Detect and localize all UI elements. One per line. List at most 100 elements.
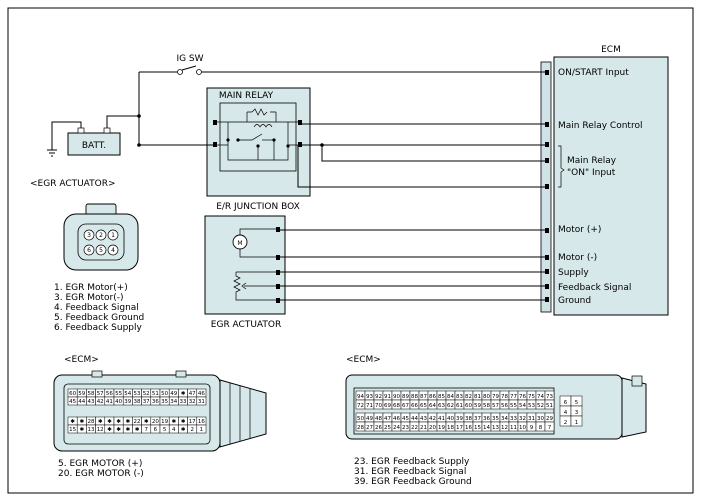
ecm-left-shroud — [219, 379, 267, 448]
ecm-left-pin-label: 12 — [97, 427, 104, 433]
ecm-left-pin-label: ✱ — [144, 418, 149, 425]
ecm-left-pin-label: 39 — [124, 399, 131, 405]
ecm-left-pin-label: 56 — [106, 391, 113, 397]
brace — [558, 145, 565, 188]
ecm-left-pin-label: 34 — [170, 399, 177, 405]
ecm-right-pin-label: 44 — [411, 416, 418, 422]
ecm-right-pin-label: 50 — [357, 416, 364, 422]
ecm-right-pin-label: 13 — [492, 425, 499, 431]
ecm-left-pin-label: 17 — [189, 419, 196, 425]
ecm-left-pin-label: 19 — [161, 419, 168, 425]
ecm-right-pin-label: 53 — [528, 403, 535, 409]
connector-pin-6: 6 — [87, 247, 91, 254]
ecm-right-pin-label: 23 — [402, 425, 409, 431]
ecm-left-pin-label: 38 — [134, 399, 141, 405]
egr-actuator-header: <EGR ACTUATOR> — [30, 179, 116, 189]
ecm-right-pin-label: 35 — [492, 416, 499, 422]
ecm-right-legend-2: 31. EGR Feedback Signal — [354, 467, 466, 477]
ecm-right-pin-label: 21 — [420, 425, 427, 431]
ig-switch-contact — [177, 69, 183, 75]
actuator-legend-5: 6. Feedback Supply — [54, 323, 143, 333]
ecm-right-pin-label: 18 — [447, 425, 454, 431]
ecm-right-side-pin-label: 6 — [564, 400, 568, 406]
ecm-left-pin-label: ✱ — [107, 418, 112, 425]
relay-contact — [238, 133, 263, 141]
connector-pin-5: 5 — [99, 247, 103, 254]
ecm-left-pin-label: ✱ — [79, 426, 84, 433]
actuator-connector — [63, 213, 139, 271]
ecm-right-pin-label: 66 — [411, 403, 418, 409]
ground-symbol — [47, 149, 57, 157]
ecm-right-pin-label: 91 — [384, 394, 391, 400]
ecm-right-pin-label: 43 — [420, 416, 427, 422]
ecm-right-pin-label: 30 — [537, 416, 544, 422]
ecm-left-pin-label: 4 — [172, 427, 176, 433]
ecm-right-pin-label: 64 — [429, 403, 436, 409]
ecm-pin-motor-neg: Motor (-) — [558, 253, 597, 263]
ecm-right-pin-label: 34 — [501, 416, 508, 422]
ecm-left-pin-label: ✱ — [70, 418, 75, 425]
ecm-right-pin-label: 8 — [539, 425, 543, 431]
ecm-right-pin-label: 20 — [429, 425, 436, 431]
battery-box — [67, 132, 121, 156]
ecm-pin-main-relay-on-2: "ON" Input — [567, 168, 616, 178]
ecm-right-pin-label: 75 — [528, 394, 535, 400]
ecm-left-pin-label: 13 — [88, 427, 95, 433]
ecm-right-pin-label: 16 — [465, 425, 472, 431]
ecm-right-side-cell — [570, 415, 583, 427]
actuator-terminals — [276, 227, 280, 303]
ecm-left-pin-label: 5 — [163, 427, 167, 433]
feedback-potentiometer — [233, 272, 241, 296]
ecm-right-shroud — [621, 377, 647, 438]
ecm-right-pin-label: 68 — [393, 403, 400, 409]
ecm-right-pin-label: 90 — [393, 394, 400, 400]
ecm-left-pin-label: ✱ — [116, 418, 121, 425]
ecm-left-pin-label: ✱ — [181, 426, 186, 433]
ecm-right-pin-label: 76 — [519, 394, 526, 400]
ecm-left-pin-label: 42 — [97, 399, 104, 405]
ecm-right-side-pin-label: 3 — [575, 410, 579, 416]
ecm-right-pin-label: 82 — [465, 394, 472, 400]
ecm-right-pin-label: 79 — [492, 394, 499, 400]
ecm-right-pin-label: 55 — [510, 403, 517, 409]
ecm-left-pin-label: ✱ — [135, 426, 140, 433]
ig-switch-label: IG SW — [176, 54, 203, 64]
connector-pin-1: 1 — [111, 232, 115, 239]
ecm-right-side-pin-label: 5 — [575, 400, 579, 406]
ecm-box — [553, 56, 669, 316]
ecm-right-pin-label: 67 — [402, 403, 409, 409]
ecm-right-pin-label: 56 — [501, 403, 508, 409]
ecm-left-pin-label: 35 — [161, 399, 168, 405]
ecm-left-pin-label: 52 — [143, 391, 150, 397]
ecm-pin-main-relay-control: Main Relay Control — [558, 121, 642, 131]
ecm-right-pin-label: 10 — [519, 425, 526, 431]
ecm-left-pin-label: 15 — [69, 427, 76, 433]
ecm-right-pin-label: 58 — [483, 403, 490, 409]
ecm-right-cell — [544, 399, 555, 410]
ecm-left-pin-label: ✱ — [181, 418, 186, 425]
ecm-left-pin-label: 44 — [78, 399, 85, 405]
battery-label: BATT. — [82, 141, 106, 151]
ecm-right-legend-3: 39. EGR Feedback Ground — [354, 477, 472, 487]
ecm-right-pin-label: 41 — [438, 416, 445, 422]
junction-terminals — [213, 120, 302, 147]
ecm-right-pin-label: 80 — [483, 394, 490, 400]
ecm-left-pin-label: 53 — [134, 391, 141, 397]
ecm-right-pin-label: 93 — [366, 394, 373, 400]
ecm-left-pin-label: 36 — [152, 399, 159, 405]
ecm-left-pin-label: ✱ — [107, 426, 112, 433]
ecm-left-pin-label: 40 — [115, 399, 122, 405]
ecm-left-pin-label: ✱ — [79, 418, 84, 425]
ecm-left-legend-2: 20. EGR MOTOR (-) — [58, 469, 144, 479]
ecm-right-cell — [544, 421, 555, 432]
ecm-right-pin-label: 36 — [483, 416, 490, 422]
ecm-right-pin-label: 47 — [384, 416, 391, 422]
ecm-left-pin-label: ✱ — [171, 418, 176, 425]
ecm-right-pin-label: 25 — [384, 425, 391, 431]
ecm-right-pin-label: 24 — [393, 425, 400, 431]
ecm-left-header: <ECM> — [64, 355, 99, 365]
ecm-left-pin-label: 58 — [88, 391, 95, 397]
